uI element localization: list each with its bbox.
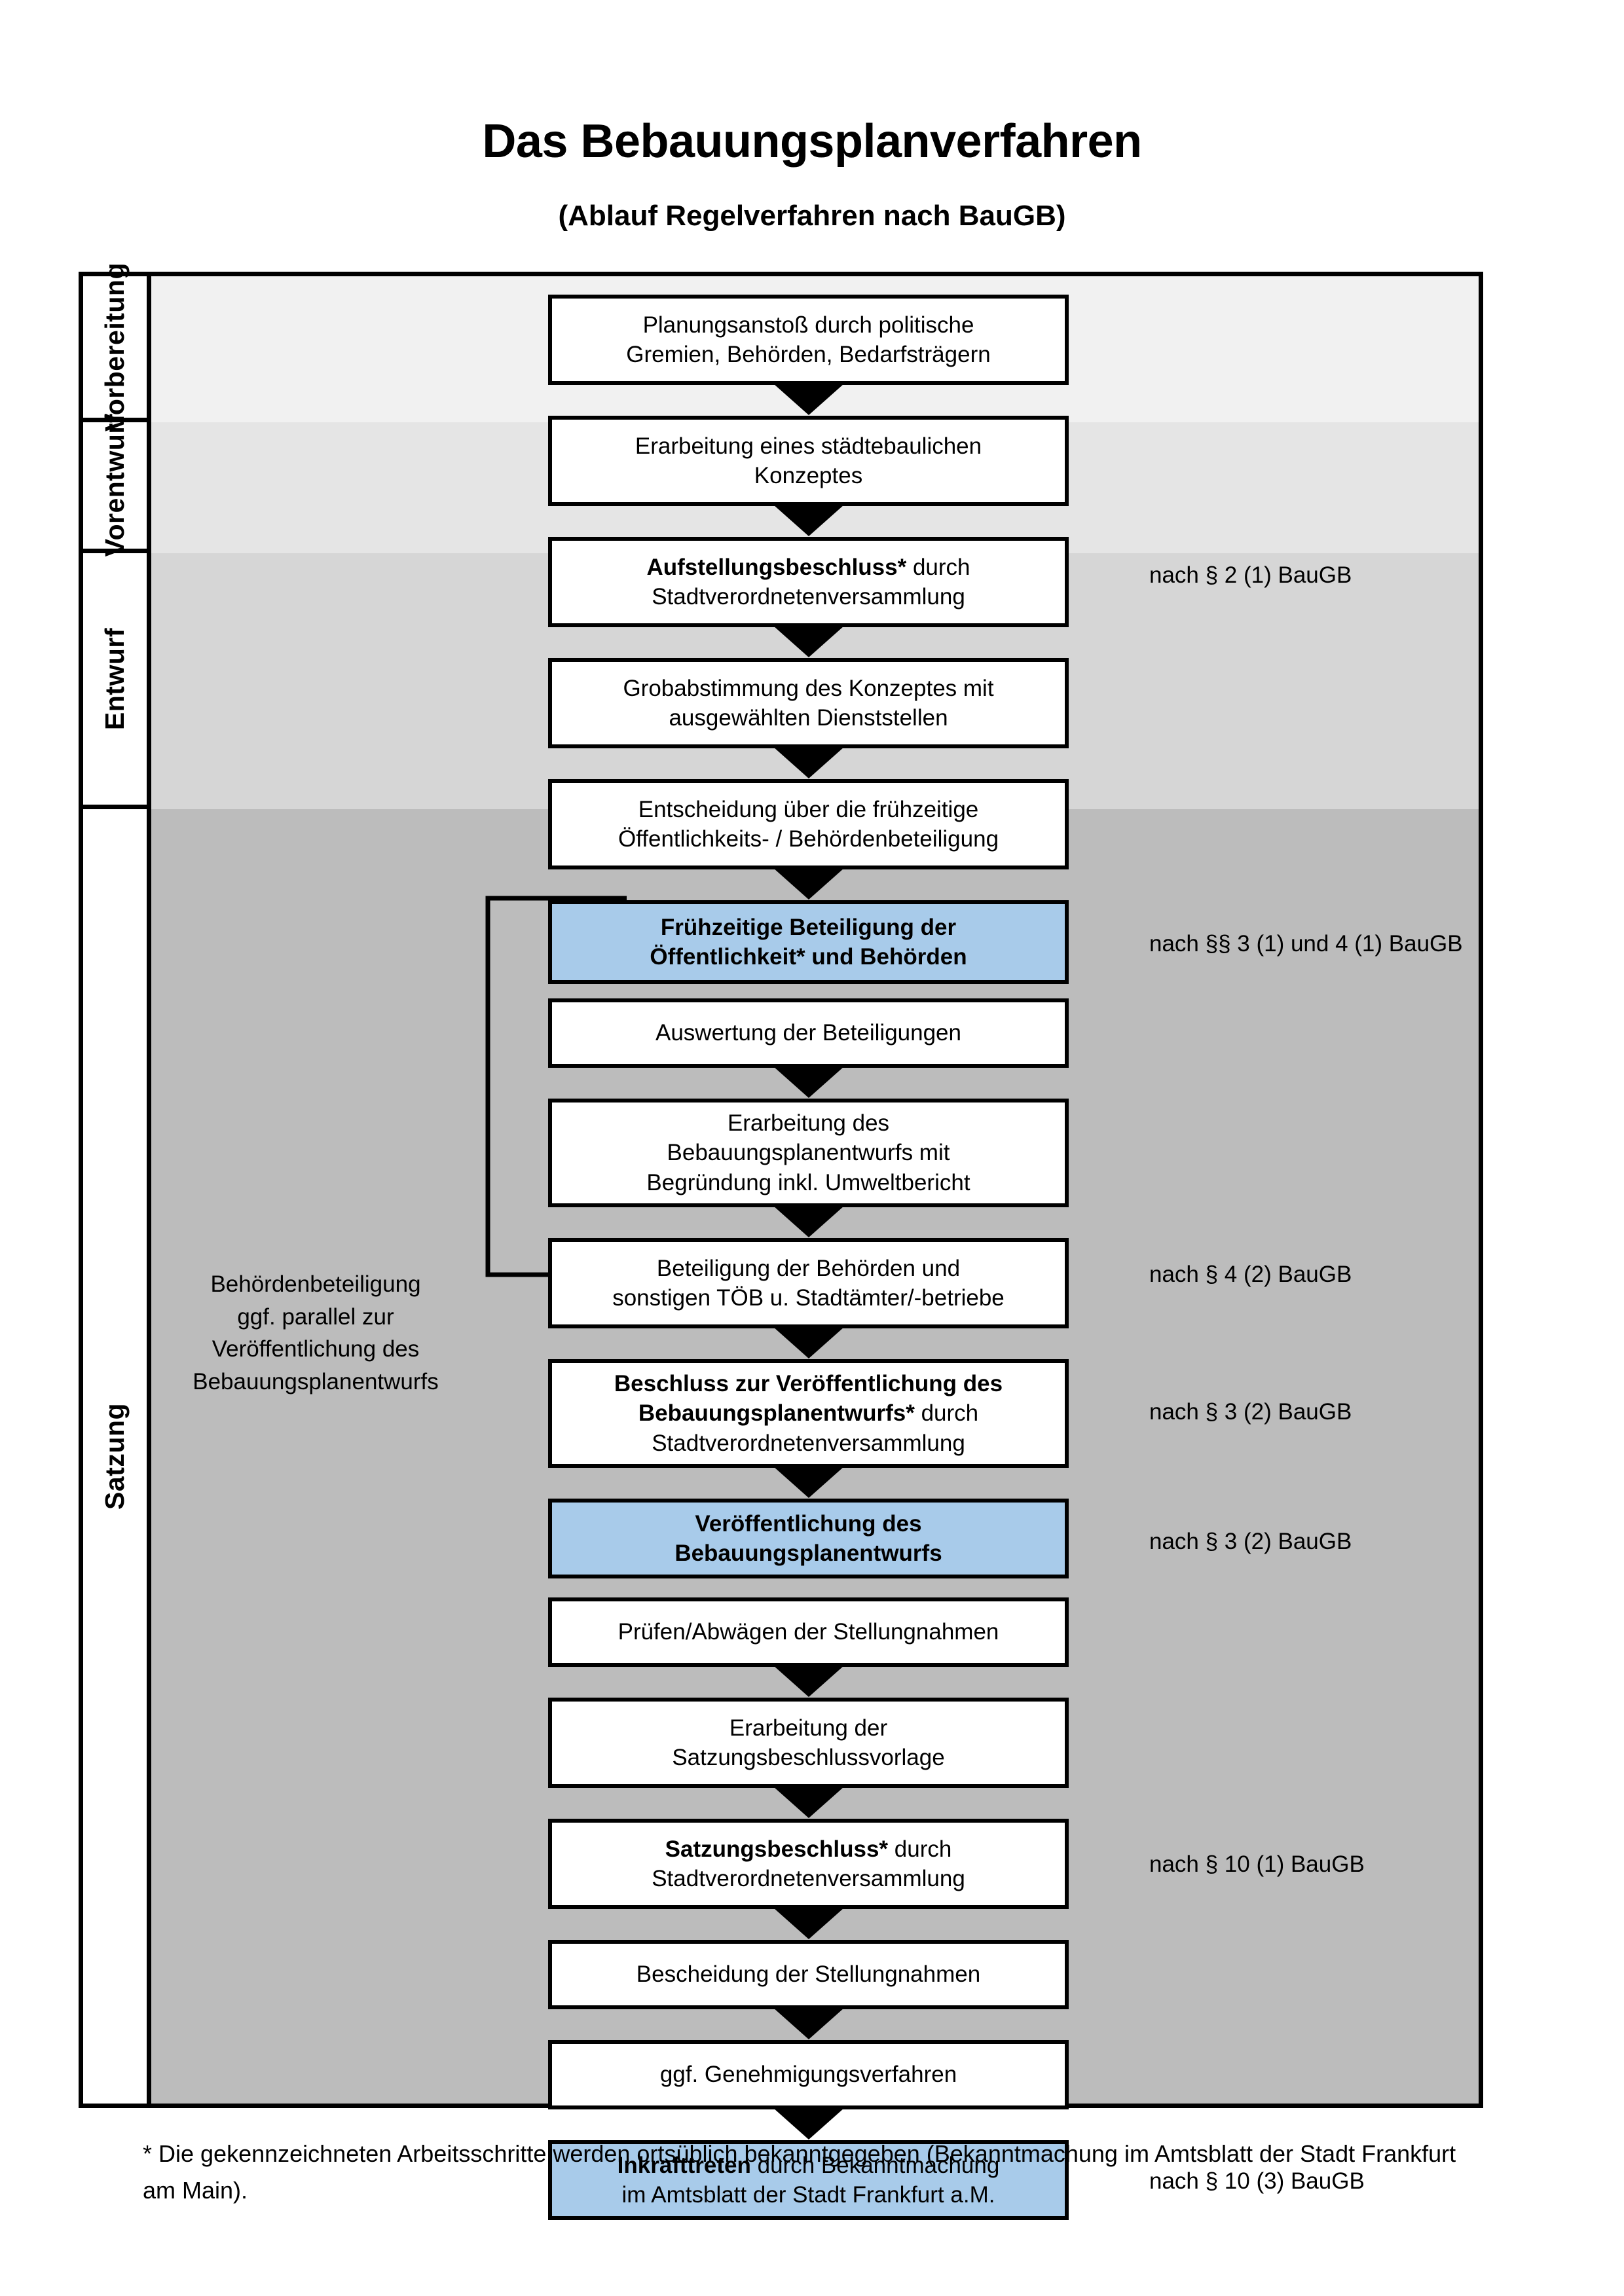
node-line-1-bold: Satzungsbeschluss* (665, 1836, 889, 1862)
phase-label-vorbereitung: Vorbereitung (100, 262, 130, 432)
flowchart-frame: Vorbereitung Vorentwurf Entwurf Satzung … (79, 263, 1483, 2220)
arrow-down-9 (773, 1467, 844, 1498)
footnote-text: * Die gekennzeichneten Arbeitsschritte w… (143, 2140, 1456, 2204)
node-line-2: Öffentlichkeit* und Behörden (650, 944, 967, 970)
node-beschluss-veroeffentlichung[interactable]: Beschluss zur Veröffentlichung des Bebau… (548, 1359, 1069, 1468)
arrow-down-13 (773, 2008, 844, 2039)
node-line-2-bold: Bebauungsplanentwurfs* (638, 1400, 915, 1427)
node-line-2: Stadtverordnetenversammlung (652, 1866, 965, 1891)
node-line-1: Grobabstimmung des Konzeptes mit (623, 675, 994, 701)
node-line-2: Öffentlichkeits- / Behördenbeteiligung (618, 826, 999, 852)
node-planungsanstoss[interactable]: Planungsanstoß durch politische Gremien,… (548, 295, 1069, 385)
node-line-2-rest: durch (914, 1400, 979, 1427)
node-line-1-rest: durch Bekanntmachung (750, 2152, 1000, 2178)
node-line-2: im Amtsblatt der Stadt Frankfurt a.M. (621, 2182, 995, 2208)
node-line-1: ggf. Genehmigungsverfahren (659, 2062, 957, 2088)
arrow-down-5 (773, 868, 844, 900)
page-title: Das Bebauungsplanverfahren (482, 115, 1142, 168)
arrow-down-2 (773, 505, 844, 536)
node-line-1: Erarbeitung eines städtebaulichen (635, 433, 982, 459)
node-konzept[interactable]: Erarbeitung eines städtebaulichen Konzep… (548, 416, 1069, 506)
phase-label-entwurf: Entwurf (100, 627, 130, 731)
page-header: Das Bebauungsplanverfahren (Ablauf Regel… (0, 0, 1624, 232)
node-line-2: Konzeptes (754, 463, 863, 488)
node-satzungsbeschlussvorlage[interactable]: Erarbeitung der Satzungsbeschlussvorlage (548, 1698, 1069, 1788)
node-line-2: Stadtverordnetenversammlung (652, 584, 965, 610)
node-line-1: Beteiligung der Behörden und (656, 1255, 961, 1281)
node-line-1: Satzungsbeschluss* durch (665, 1834, 952, 1865)
node-line-3: Stadtverordnetenversammlung (652, 1430, 965, 1456)
node-auswertung[interactable]: Auswertung der Beteiligungen (548, 998, 1069, 1068)
phase-label-column: Vorbereitung Vorentwurf Entwurf Satzung (83, 263, 151, 2104)
phase-cell-vorentwurf: Vorentwurf (83, 414, 147, 557)
node-grobabstimmung[interactable]: Grobabstimmung des Konzeptes mit ausgewä… (548, 658, 1069, 748)
arrow-down-14 (773, 2108, 844, 2140)
arrow-down-7 (773, 1206, 844, 1237)
node-aufstellungsbeschluss[interactable]: Aufstellungsbeschluss* durch Stadtverord… (548, 537, 1069, 627)
node-fruehzeitige-beteiligung[interactable]: Frühzeitige Beteiligung der Öffentlichke… (548, 900, 1069, 984)
phase-cell-entwurf: Entwurf (83, 553, 147, 809)
node-line-2: ausgewählten Dienststellen (669, 705, 948, 731)
node-line-2: Bebauungsplanentwurfs* durch (638, 1398, 978, 1429)
node-bescheidung[interactable]: Bescheidung der Stellungnahmen (548, 1940, 1069, 2009)
arrow-down-12 (773, 1908, 844, 1939)
ref-note-par10-1: nach § 10 (1) BauGB (1149, 1851, 1365, 1877)
ref-note-par4-2: nach § 4 (2) BauGB (1149, 1262, 1352, 1287)
node-line-1: Inkrafttreten durch Bekanntmachung (618, 2151, 1000, 2181)
node-line-1: Veröffentlichung des (695, 1510, 922, 1537)
node-line-1: Entscheidung über die frühzeitige (638, 796, 979, 822)
arrow-down-10 (773, 1666, 844, 1697)
node-line-1: Auswertung der Beteiligungen (655, 1020, 961, 1046)
node-line-1: Erarbeitung des (727, 1110, 890, 1136)
node-line-2: sonstigen TÖB u. Stadtämter/-betriebe (612, 1285, 1005, 1311)
node-inkrafttreten[interactable]: Inkrafttreten durch Bekanntmachung im Am… (548, 2140, 1069, 2220)
ref-note-par2: nach § 2 (1) BauGB (1149, 562, 1352, 588)
node-line-1: Frühzeitige Beteiligung der (660, 914, 957, 940)
node-beteiligung-behoerden[interactable]: Beteiligung der Behörden und sonstigen T… (548, 1238, 1069, 1328)
node-line-1-bold: Aufstellungsbeschluss* (646, 554, 907, 580)
ref-note-par3-1-4-1: nach §§ 3 (1) und 4 (1) BauGB (1149, 931, 1463, 957)
node-line-1-bold: Inkrafttreten (617, 2152, 751, 2178)
node-line-1: Prüfen/Abwägen der Stellungnahmen (618, 1619, 999, 1645)
side-annotation-behoerdenbeteiligung: Behördenbeteiligung ggf. parallel zur Ve… (155, 1268, 476, 1398)
node-pruefen-abwaegen[interactable]: Prüfen/Abwägen der Stellungnahmen (548, 1597, 1069, 1667)
side-annotation-line-2: ggf. parallel zur (237, 1303, 394, 1330)
ref-note-par10-3: nach § 10 (3) BauGB (1149, 2168, 1365, 2194)
node-line-2: Bebauungsplanentwurfs mit (667, 1140, 950, 1166)
ref-note-par3-2-b: nach § 3 (2) BauGB (1149, 1529, 1352, 1554)
side-annotation-line-1: Behördenbeteiligung (210, 1271, 421, 1297)
phase-label-vorentwurf: Vorentwurf (100, 414, 130, 557)
node-erarbeitung-entwurf[interactable]: Erarbeitung des Bebauungsplanentwurfs mi… (548, 1099, 1069, 1207)
ref-note-par3-2-a: nach § 3 (2) BauGB (1149, 1399, 1352, 1425)
arrow-down-4 (773, 747, 844, 778)
node-line-1: Bescheidung der Stellungnahmen (636, 1961, 981, 1988)
page-subtitle: (Ablauf Regelverfahren nach BauGB) (558, 200, 1066, 232)
node-line-1-rest: durch (906, 554, 970, 580)
node-line-2: Satzungsbeschlussvorlage (672, 1745, 945, 1770)
phase-cell-vorbereitung: Vorbereitung (83, 263, 147, 431)
arrow-down-8 (773, 1327, 844, 1358)
phase-cell-satzung: Satzung (83, 809, 147, 2104)
node-satzungsbeschluss[interactable]: Satzungsbeschluss* durch Stadtverordnete… (548, 1819, 1069, 1909)
arrow-down-6 (773, 1066, 844, 1098)
node-line-3: Begründung inkl. Umweltbericht (646, 1169, 970, 1195)
node-entscheidung-beteiligung[interactable]: Entscheidung über die frühzeitige Öffent… (548, 779, 1069, 869)
node-line-1-rest: durch (888, 1836, 952, 1862)
node-line-2: Bebauungsplanentwurfs (674, 1540, 942, 1566)
phase-label-satzung: Satzung (100, 1403, 130, 1510)
node-genehmigungsverfahren[interactable]: ggf. Genehmigungsverfahren (548, 2040, 1069, 2109)
side-annotation-line-3: Veröffentlichung des (212, 1336, 420, 1362)
arrow-down-11 (773, 1787, 844, 1818)
arrow-down-3 (773, 626, 844, 657)
node-veroeffentlichung[interactable]: Veröffentlichung des Bebauungsplanentwur… (548, 1499, 1069, 1578)
side-annotation-line-4: Bebauungsplanentwurfs (193, 1369, 439, 1395)
node-line-1: Beschluss zur Veröffentlichung des (614, 1370, 1003, 1396)
node-line-2: Gremien, Behörden, Bedarfsträgern (626, 342, 991, 367)
node-line-1: Erarbeitung der (729, 1715, 888, 1741)
arrow-down-1 (773, 384, 844, 415)
node-line-1: Aufstellungsbeschluss* durch (646, 553, 970, 583)
node-line-1: Planungsanstoß durch politische (642, 312, 974, 338)
